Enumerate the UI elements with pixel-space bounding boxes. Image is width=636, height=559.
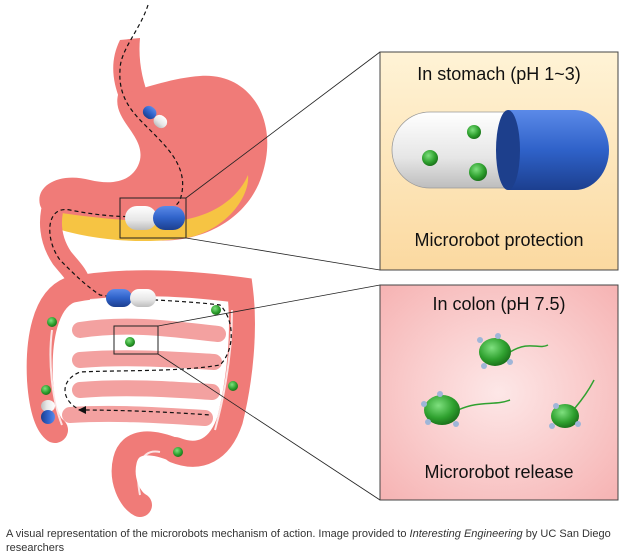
- microrobot-icon: [211, 305, 221, 315]
- microrobot-icon: [173, 447, 183, 457]
- microrobot-icon: [477, 333, 549, 369]
- capsule-icon: [391, 110, 609, 190]
- stomach-panel-title: In stomach (pH 1~3): [417, 64, 581, 84]
- microrobot-icon: [228, 381, 238, 391]
- caption-text-after: by UC San Diego researchers: [6, 528, 611, 554]
- stomach: [39, 38, 268, 296]
- capsule-icon: [106, 289, 156, 307]
- capsule-icon: [125, 206, 185, 230]
- capsule-icon: [41, 400, 55, 424]
- microrobot-icon: [125, 337, 135, 347]
- microrobot-icon: [47, 317, 57, 327]
- capsule-icon: [142, 105, 168, 129]
- colon-panel-caption: Microrobot release: [424, 462, 573, 482]
- microrobot-icon: [469, 163, 487, 181]
- capsule-path: [49, 4, 232, 416]
- figure-caption: A visual representation of the microrobo…: [6, 527, 630, 555]
- colon-highlight-box: [113, 325, 159, 355]
- colon-panel-title: In colon (pH 7.5): [432, 294, 565, 314]
- microrobot-icon: [41, 385, 51, 395]
- microrobot-icon: [467, 125, 481, 139]
- caption-text-before: A visual representation of the microrobo…: [6, 528, 410, 540]
- gi-tract-diagram: In stomach (pH 1~3) Microrobot protectio…: [26, 4, 619, 517]
- microrobot-icon: [549, 379, 595, 429]
- stomach-panel-caption: Microrobot protection: [414, 230, 583, 250]
- microrobot-icon: [422, 150, 438, 166]
- stomach-highlight-box: [119, 197, 187, 239]
- colon-panel: In colon (pH 7.5) Microrobot release: [379, 284, 619, 501]
- intestines: [26, 270, 255, 517]
- stomach-panel: In stomach (pH 1~3) Microrobot protectio…: [379, 51, 619, 271]
- caption-publication: Interesting Engineering: [409, 528, 523, 540]
- connector-lines: [157, 51, 381, 501]
- microrobot-icon: [421, 391, 511, 427]
